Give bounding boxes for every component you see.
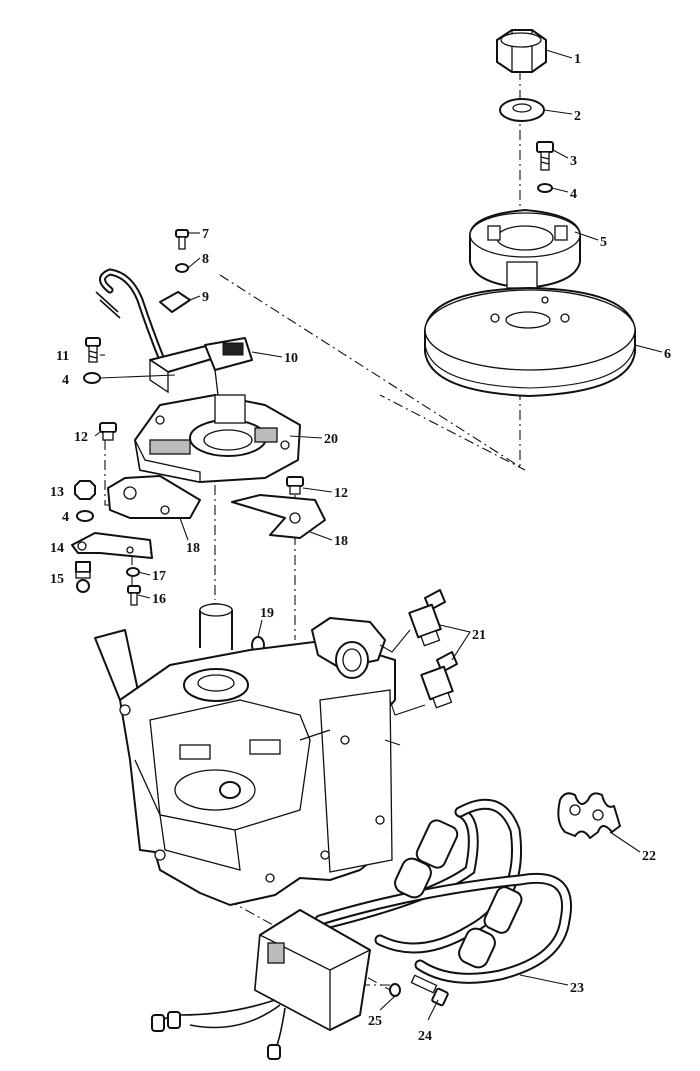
part-13-nut <box>74 480 96 500</box>
crankcase-block <box>94 603 401 906</box>
label-7: 7 <box>202 227 209 242</box>
label-6: 6 <box>664 347 671 362</box>
label-11: 11 <box>56 349 69 364</box>
label-20: 20 <box>324 432 338 447</box>
part-10-pulser-coil <box>95 268 253 396</box>
part-3-bolt <box>536 141 554 171</box>
part-1-nut <box>496 29 547 73</box>
part-2-washer <box>499 98 545 122</box>
part-4-washer <box>537 183 553 193</box>
label-9: 9 <box>202 290 209 305</box>
label-18-right: 18 <box>334 534 348 549</box>
label-18-left: 18 <box>186 541 200 556</box>
label-25: 25 <box>368 1014 382 1029</box>
part-7-screw <box>175 229 189 250</box>
part-12-bolt-right <box>286 476 304 495</box>
label-8: 8 <box>202 252 209 267</box>
part-8-washer <box>175 263 189 273</box>
part-4-washer-left <box>83 372 101 384</box>
label-12-left: 12 <box>74 430 88 445</box>
part-21-spark-plug-upper <box>408 589 446 647</box>
label-23: 23 <box>570 981 584 996</box>
part-6-flywheel <box>424 287 636 397</box>
label-5: 5 <box>600 235 607 250</box>
part-23-plug-cap-lead <box>294 798 572 984</box>
part-number-labels: 1 2 3 4 5 6 7 8 9 10 11 4 12 20 12 13 4 … <box>50 52 671 1044</box>
label-12-right: 12 <box>334 486 348 501</box>
part-15-ball-joint <box>75 561 91 593</box>
label-15: 15 <box>50 572 64 587</box>
part-25-washer <box>389 983 401 997</box>
label-21: 21 <box>472 628 486 643</box>
part-12-bolt-left <box>99 422 117 441</box>
part-18-retainer-plate-left <box>107 475 201 519</box>
part-24-bolt <box>410 974 449 1007</box>
label-13: 13 <box>50 485 64 500</box>
label-14: 14 <box>50 541 64 556</box>
part-21-spark-plug-lower <box>420 651 458 709</box>
part-4-washer-link <box>76 510 94 522</box>
part-17-washer <box>126 567 140 577</box>
label-4-left: 4 <box>62 373 69 388</box>
part-9-clamp <box>159 291 191 313</box>
label-22: 22 <box>642 849 656 864</box>
label-10: 10 <box>284 351 298 366</box>
label-4-link: 4 <box>62 510 69 525</box>
part-18-retainer-plate-right <box>231 494 326 539</box>
leader-lines <box>94 49 663 1021</box>
label-17: 17 <box>152 569 166 584</box>
label-19: 19 <box>260 606 274 621</box>
label-4-flywheel: 4 <box>570 187 577 202</box>
part-20-stator-base <box>134 394 301 483</box>
label-2: 2 <box>574 109 581 124</box>
part-14-link <box>71 532 153 559</box>
cdi-unit <box>151 909 371 1060</box>
part-22-clip <box>557 792 621 839</box>
part-16-screw <box>127 585 141 606</box>
part-5-flywheel-hub <box>469 209 581 289</box>
label-3: 3 <box>570 154 577 169</box>
label-16: 16 <box>152 592 166 607</box>
label-1: 1 <box>574 52 581 67</box>
part-11-bolt <box>85 337 101 363</box>
label-24: 24 <box>418 1029 432 1044</box>
